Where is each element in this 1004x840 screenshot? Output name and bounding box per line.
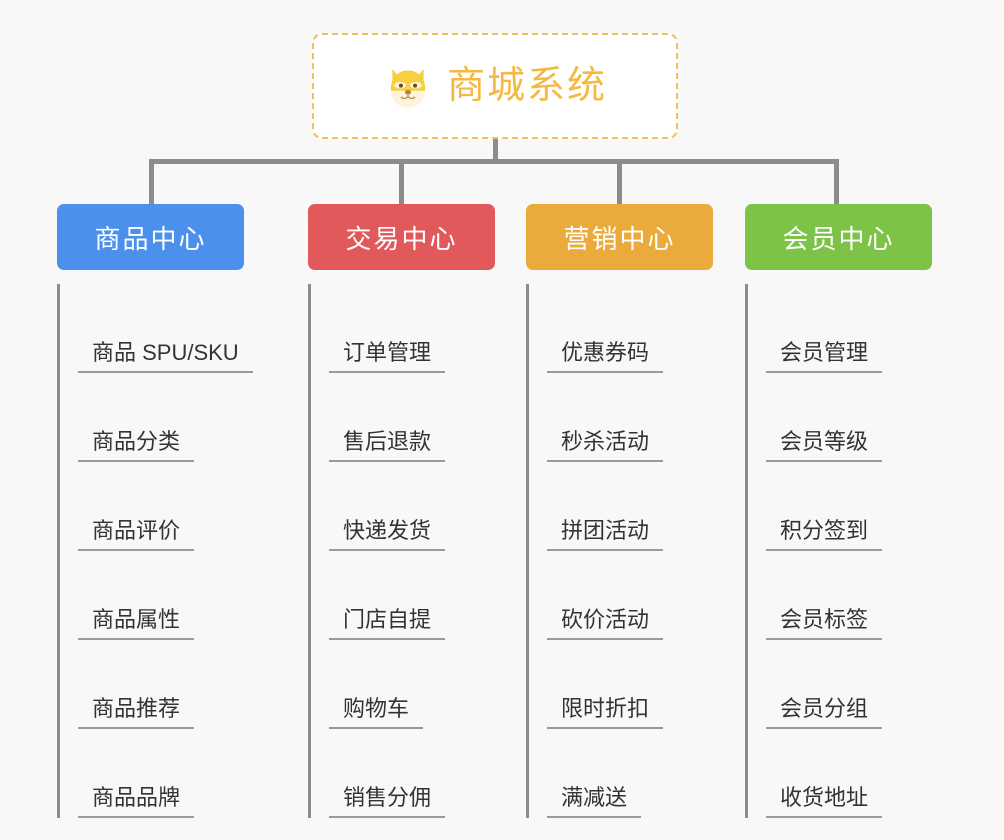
list-item-label: 商品分类 — [78, 431, 195, 462]
list-item[interactable]: 砍价活动 — [547, 551, 713, 640]
list-item[interactable]: 会员等级 — [766, 373, 932, 462]
list-item-label: 销售分佣 — [329, 787, 446, 818]
item-list-transaction-center: 订单管理 售后退款 快递发货 门店自提 购物车 销售分佣 — [308, 284, 495, 818]
list-item[interactable]: 会员管理 — [766, 284, 932, 373]
root-node-shopping-mall-system[interactable]: 商城系统 — [312, 33, 678, 139]
list-item-label: 拼团活动 — [547, 520, 664, 551]
list-item-label: 限时折扣 — [547, 698, 664, 729]
list-item-label: 售后退款 — [329, 431, 446, 462]
list-item[interactable]: 商品 SPU/SKU — [78, 284, 253, 373]
shiba-dog-icon — [383, 61, 433, 111]
list-item[interactable]: 订单管理 — [329, 284, 495, 373]
list-item-label: 门店自提 — [329, 609, 446, 640]
list-item[interactable]: 销售分佣 — [329, 729, 495, 818]
list-item-label: 商品品牌 — [78, 787, 195, 818]
category-header-transaction-center[interactable]: 交易中心 — [308, 204, 495, 270]
list-item-label: 会员管理 — [766, 342, 883, 373]
list-item[interactable]: 商品评价 — [78, 462, 244, 551]
connector-horizontal-bus — [149, 159, 839, 164]
category-header-marketing-center[interactable]: 营销中心 — [526, 204, 713, 270]
column-marketing-center: 营销中心 优惠券码 秒杀活动 拼团活动 砍价活动 限时折扣 满减送 — [526, 204, 713, 818]
list-item[interactable]: 商品推荐 — [78, 640, 244, 729]
column-product-center: 商品中心 商品 SPU/SKU 商品分类 商品评价 商品属性 商品推荐 商品品牌 — [57, 204, 253, 818]
list-item[interactable]: 拼团活动 — [547, 462, 713, 551]
list-item-label: 会员标签 — [766, 609, 883, 640]
connector-drop-column-3 — [834, 159, 839, 205]
list-item[interactable]: 收货地址 — [766, 729, 932, 818]
item-list-product-center: 商品 SPU/SKU 商品分类 商品评价 商品属性 商品推荐 商品品牌 — [57, 284, 253, 818]
item-list-marketing-center: 优惠券码 秒杀活动 拼团活动 砍价活动 限时折扣 满减送 — [526, 284, 713, 818]
list-item-label: 商品属性 — [78, 609, 195, 640]
list-item[interactable]: 购物车 — [329, 640, 495, 729]
connector-root-stem — [493, 139, 498, 163]
list-item[interactable]: 商品分类 — [78, 373, 244, 462]
list-item[interactable]: 会员标签 — [766, 551, 932, 640]
list-item-label: 会员分组 — [766, 698, 883, 729]
root-node-title: 商城系统 — [446, 65, 607, 107]
category-header-member-center[interactable]: 会员中心 — [745, 204, 932, 270]
connector-drop-column-0 — [149, 159, 154, 205]
list-item-label: 优惠券码 — [547, 342, 664, 373]
list-item[interactable]: 售后退款 — [329, 373, 495, 462]
list-item[interactable]: 商品属性 — [78, 551, 244, 640]
list-item[interactable]: 积分签到 — [766, 462, 932, 551]
list-item-label: 商品 SPU/SKU — [78, 342, 253, 373]
list-item[interactable]: 会员分组 — [766, 640, 932, 729]
item-list-member-center: 会员管理 会员等级 积分签到 会员标签 会员分组 收货地址 — [745, 284, 932, 818]
column-member-center: 会员中心 会员管理 会员等级 积分签到 会员标签 会员分组 收货地址 — [745, 204, 932, 818]
connector-drop-column-1 — [399, 159, 404, 205]
list-item[interactable]: 秒杀活动 — [547, 373, 713, 462]
list-item[interactable]: 满减送 — [547, 729, 713, 818]
column-transaction-center: 交易中心 订单管理 售后退款 快递发货 门店自提 购物车 销售分佣 — [308, 204, 495, 818]
list-item-label: 商品推荐 — [78, 698, 195, 729]
list-item-label: 积分签到 — [766, 520, 883, 551]
list-item[interactable]: 门店自提 — [329, 551, 495, 640]
category-header-label: 会员中心 — [782, 223, 895, 254]
list-item-label: 会员等级 — [766, 431, 883, 462]
connector-drop-column-2 — [617, 159, 622, 205]
list-item-label: 收货地址 — [766, 787, 883, 818]
list-item[interactable]: 快递发货 — [329, 462, 495, 551]
category-header-product-center[interactable]: 商品中心 — [57, 204, 244, 270]
list-item-label: 购物车 — [329, 698, 424, 729]
category-header-label: 营销中心 — [563, 223, 676, 254]
category-header-label: 交易中心 — [345, 223, 458, 254]
list-item[interactable]: 商品品牌 — [78, 729, 244, 818]
list-item-label: 砍价活动 — [547, 609, 664, 640]
list-item-label: 秒杀活动 — [547, 431, 664, 462]
list-item[interactable]: 优惠券码 — [547, 284, 713, 373]
list-item[interactable]: 限时折扣 — [547, 640, 713, 729]
list-item-label: 快递发货 — [329, 520, 446, 551]
list-item-label: 订单管理 — [329, 342, 446, 373]
list-item-label: 商品评价 — [78, 520, 195, 551]
category-header-label: 商品中心 — [94, 223, 207, 254]
list-item-label: 满减送 — [547, 787, 642, 818]
